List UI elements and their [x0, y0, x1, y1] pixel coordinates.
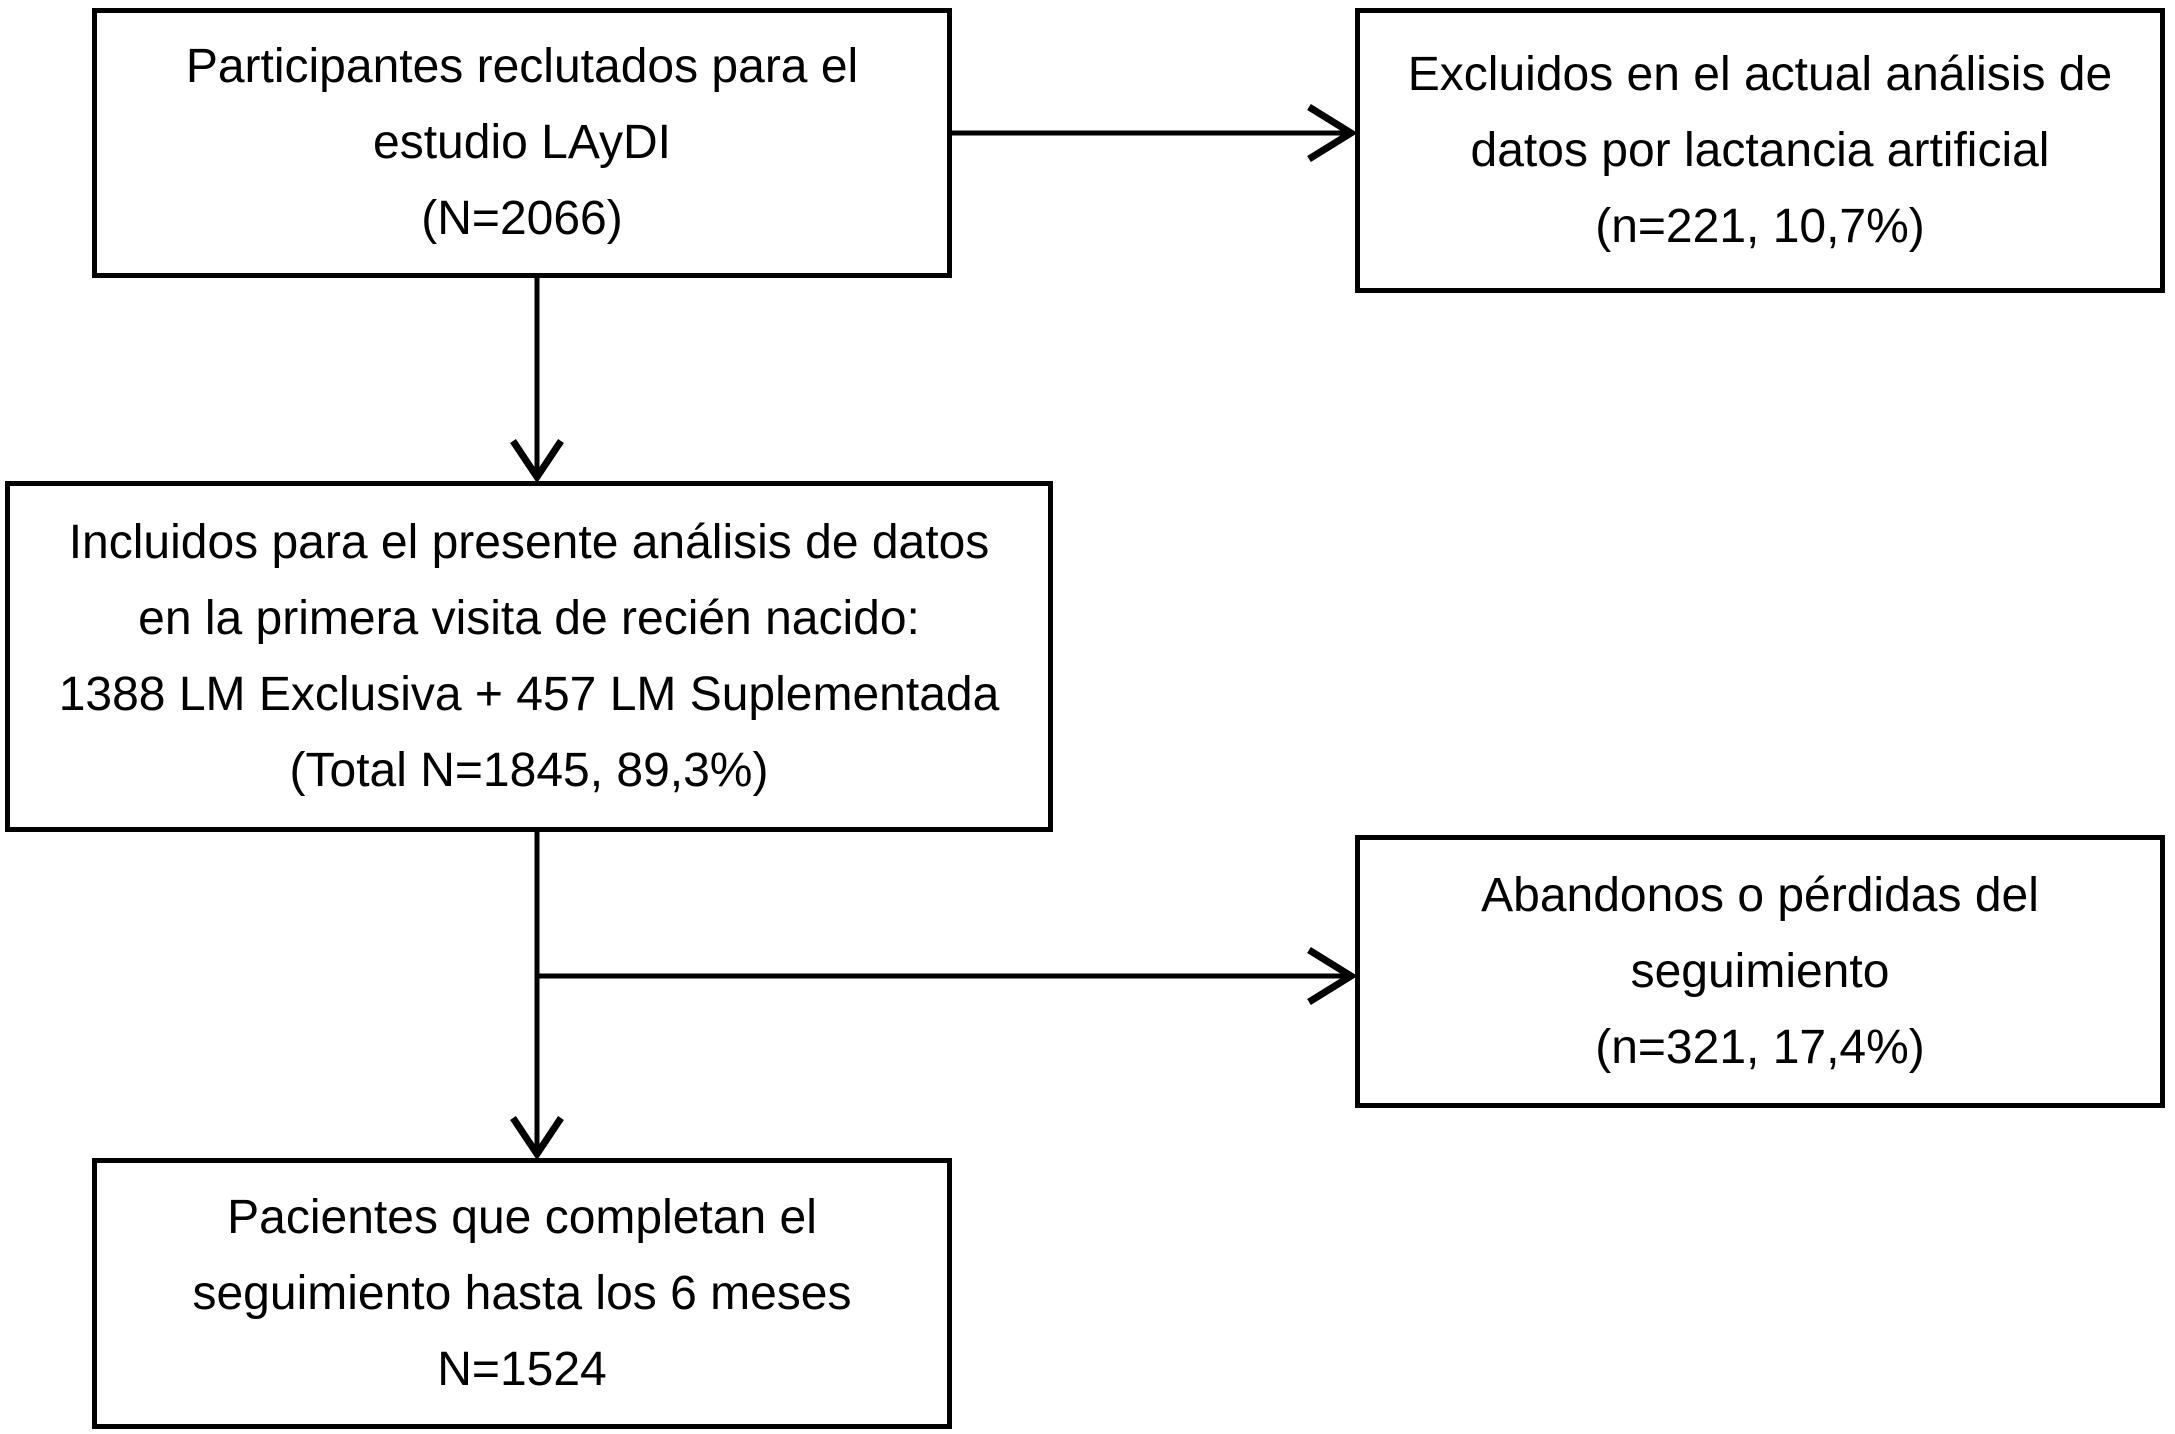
box-dropouts-line: Abandonos o pérdidas del — [1481, 868, 2039, 922]
box-excluded: Excluidos en el actual análisis de datos… — [1355, 8, 2165, 293]
box-excluded-line: datos por lactancia artificial — [1470, 123, 2050, 177]
box-excluded-line: (n=221, 10,7%) — [1595, 199, 1925, 253]
box-recruited: Participantes reclutados para el estudio… — [92, 8, 952, 278]
box-included: Incluidos para el presente análisis de d… — [5, 481, 1053, 832]
box-recruited-line: Participantes reclutados para el — [185, 40, 859, 93]
arrow-recruited-to-included — [510, 278, 564, 484]
box-recruited-line: estudio LAyDI — [373, 116, 671, 169]
box-completed-line: seguimiento hasta los 6 meses — [192, 1266, 852, 1320]
box-completed-line: N=1524 — [437, 1342, 607, 1396]
box-completed: Pacientes que completan el seguimiento h… — [92, 1158, 952, 1429]
box-dropouts: Abandonos o pérdidas del seguimiento (n=… — [1355, 835, 2165, 1108]
box-included-line: en la primera visita de recién nacido: — [138, 591, 920, 645]
box-included-line: (Total N=1845, 89,3%) — [289, 743, 769, 797]
box-excluded-line: Excluidos en el actual análisis de — [1407, 47, 2113, 101]
arrow-recruited-to-excluded — [952, 104, 1358, 162]
box-included-line: 1388 LM Exclusiva + 457 LM Suplementada — [58, 667, 1000, 721]
box-included-line: Incluidos para el presente análisis de d… — [68, 515, 990, 569]
arrow-included-to-completed — [510, 832, 564, 1161]
box-dropouts-line: seguimiento — [1630, 944, 1890, 998]
box-recruited-line: (N=2066) — [421, 192, 623, 245]
box-completed-line: Pacientes que completan el — [227, 1190, 817, 1244]
arrow-branch-to-dropouts — [537, 947, 1358, 1005]
box-dropouts-line: (n=321, 17,4%) — [1595, 1020, 1925, 1074]
